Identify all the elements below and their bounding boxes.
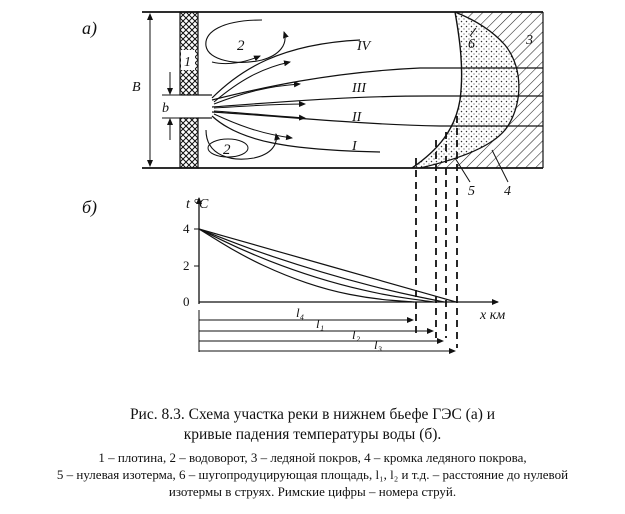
ice-cover-region — [420, 12, 543, 168]
caption-legend-line-1: 1 – плотина, 2 – водоворот, 3 – ледяной … — [98, 450, 527, 465]
dimension-b — [162, 72, 180, 140]
vortex-lower — [205, 129, 281, 160]
caption-legend-line-2: 5 – нулевая изотерма, 6 – шугопродуцирую… — [56, 467, 569, 482]
label-stream-I: I — [351, 139, 358, 154]
vortex-upper — [205, 19, 289, 65]
label-l2: l₂ — [352, 327, 361, 342]
projection-lines — [415, 116, 458, 348]
caption-title-line-2: кривые падения температуры воды (б). — [183, 426, 442, 443]
dam-label-box — [181, 50, 195, 70]
ice-edge-line — [419, 11, 520, 169]
label-slush-area: 6 — [468, 37, 475, 52]
y-axis-label: t °C — [186, 197, 209, 212]
y-tick-4: 4 — [183, 221, 190, 236]
slush-area-region — [412, 12, 519, 168]
y-tick-2: 2 — [183, 258, 190, 273]
label-dam: 1 — [184, 55, 191, 70]
label-l3: l₃ — [374, 337, 382, 352]
caption-legend: 1 – плотина, 2 – водоворот, 3 – ледяной … — [0, 449, 625, 500]
caption-title-line-1: Рис. 8.3. Схема участка реки в нижнем бь… — [129, 406, 496, 423]
label-vortex-upper: 2 — [237, 38, 245, 54]
label-ice-cover: 3 — [525, 33, 533, 48]
label-ice-edge: 4 — [504, 184, 511, 199]
label-zero-isotherm: 5 — [468, 184, 475, 199]
temperature-graph: б) t °C x км 0 2 4 l₄ l₁ l₂ l₃ — [82, 197, 505, 354]
zero-isotherm-line — [411, 11, 463, 169]
curve-l3 — [198, 228, 457, 303]
figure-caption: Рис. 8.3. Схема участка реки в нижнем бь… — [0, 405, 625, 500]
temperature-curves — [198, 228, 457, 303]
figure-8-3: а) B b 1 2 2 IV III II I 3 6 4 5 б) t °C… — [82, 11, 544, 354]
x-axis-label: x км — [479, 308, 505, 323]
label-vortex-lower: 2 — [223, 142, 231, 158]
stream-lines — [211, 39, 543, 153]
label-l4: l₄ — [296, 305, 305, 320]
dimension-B-label: B — [132, 80, 141, 95]
flow-arrows — [213, 60, 306, 141]
curve-l4 — [198, 228, 415, 303]
caption-title: Рис. 8.3. Схема участка реки в нижнем бь… — [0, 405, 625, 445]
caption-legend-line-3: изотермы в струях. Римские цифры – номер… — [168, 484, 457, 499]
dimension-b-label: b — [162, 101, 169, 116]
y-tick-0: 0 — [183, 294, 190, 309]
river-schematic: а) B b 1 2 2 IV III II I 3 6 4 5 — [82, 11, 544, 348]
curve-l2 — [198, 228, 445, 303]
label-l1: l₁ — [316, 316, 324, 331]
label-stream-III: III — [351, 81, 367, 96]
panel-b-label: б) — [82, 197, 97, 218]
curve-l1 — [198, 228, 435, 303]
panel-a-label: а) — [82, 18, 97, 39]
label-stream-IV: IV — [356, 39, 372, 54]
dam-lower — [179, 117, 199, 169]
distance-dimensions — [198, 310, 456, 354]
label-stream-II: II — [351, 110, 363, 125]
